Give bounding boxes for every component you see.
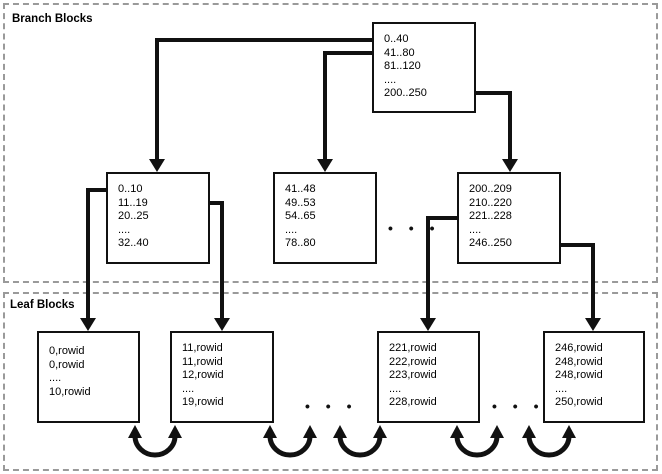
leaf-block-2: 11,rowid 11,rowid 12,rowid .... 19,rowid bbox=[170, 331, 274, 423]
arrow-down-icon bbox=[214, 318, 230, 331]
ellipsis-row: .... bbox=[118, 223, 131, 236]
ellipsis-row: .... bbox=[555, 382, 568, 395]
arrow-down-icon bbox=[420, 318, 436, 331]
ellipsis-leaf-blocks-right: • • • bbox=[492, 398, 545, 414]
key-range: 49..53 bbox=[285, 196, 316, 209]
branch-block-middle: 41..48 49..53 54..65 .... 78..80 bbox=[273, 172, 377, 264]
arrow-down-icon bbox=[149, 159, 165, 172]
index-entry: 228,rowid bbox=[389, 396, 437, 408]
bidirectional-link-arrow-icon bbox=[263, 425, 317, 458]
arrow-down-icon bbox=[80, 318, 96, 331]
key-range: 0..40 bbox=[384, 33, 409, 45]
connector-v-segment bbox=[86, 188, 90, 320]
connector-h-segment bbox=[426, 216, 459, 220]
bidirectional-link-arrow-icon bbox=[333, 425, 387, 458]
key-range: 11..19 bbox=[118, 196, 148, 209]
connector-h-segment bbox=[155, 38, 373, 42]
index-entry: 222,rowid bbox=[389, 355, 437, 368]
ellipsis-row: .... bbox=[384, 73, 397, 86]
branch-block-left: 0..10 11..19 20..25 .... 32..40 bbox=[106, 172, 210, 264]
connector-h-segment bbox=[323, 51, 373, 55]
key-range: 246..250 bbox=[469, 237, 512, 249]
ellipsis-row: .... bbox=[389, 382, 402, 395]
connector-h-segment bbox=[474, 91, 512, 95]
connector-v-segment bbox=[426, 216, 430, 320]
leaf-blocks-label: Leaf Blocks bbox=[10, 299, 75, 311]
connector-h-segment bbox=[86, 188, 108, 192]
key-range: 41..80 bbox=[384, 46, 415, 59]
root-branch-block: 0..40 41..80 81..120 .... 200..250 bbox=[372, 22, 476, 113]
index-entry: 0,rowid bbox=[49, 345, 85, 357]
key-range: 200..209 bbox=[469, 183, 512, 195]
connector-v-segment bbox=[155, 38, 159, 161]
key-range: 20..25 bbox=[118, 210, 149, 222]
key-range: 210..220 bbox=[469, 196, 512, 209]
ellipsis-row: .... bbox=[469, 223, 482, 236]
ellipsis-row: .... bbox=[182, 382, 195, 395]
leaf-block-1: 0,rowid 0,rowid .... 10,rowid bbox=[37, 331, 140, 423]
connector-v-segment bbox=[591, 243, 595, 320]
ellipsis-leaf-blocks-left: • • • bbox=[305, 398, 358, 414]
branch-blocks-section bbox=[3, 3, 658, 283]
index-entry: 0,rowid bbox=[49, 358, 85, 371]
leaf-blocks-section bbox=[3, 292, 658, 471]
index-entry: 11,rowid bbox=[182, 342, 223, 354]
ellipsis-row: .... bbox=[285, 223, 298, 236]
index-entry: 19,rowid bbox=[182, 396, 224, 408]
bidirectional-link-arrow-icon bbox=[128, 425, 182, 458]
arrow-down-icon bbox=[317, 159, 333, 172]
branch-blocks-label: Branch Blocks bbox=[12, 13, 93, 25]
index-entry: 10,rowid bbox=[49, 385, 91, 398]
arrow-down-icon bbox=[585, 318, 601, 331]
index-entry: 221,rowid bbox=[389, 342, 437, 354]
key-range: 200..250 bbox=[384, 87, 427, 99]
index-entry: 250,rowid bbox=[555, 396, 603, 408]
index-entry: 248,rowid bbox=[555, 369, 603, 381]
index-entry: 248,rowid bbox=[555, 355, 603, 368]
index-entry: 11,rowid bbox=[182, 355, 223, 368]
key-range: 54..65 bbox=[285, 210, 316, 222]
index-entry: 12,rowid bbox=[182, 369, 224, 381]
branch-block-right: 200..209 210..220 221..228 .... 246..250 bbox=[457, 172, 561, 264]
connector-v-segment bbox=[220, 201, 224, 320]
connector-h-segment bbox=[558, 243, 595, 247]
key-range: 32..40 bbox=[118, 237, 149, 249]
arrow-down-icon bbox=[502, 159, 518, 172]
index-entry: 246,rowid bbox=[555, 342, 603, 354]
key-range: 81..120 bbox=[384, 60, 421, 72]
key-range: 221..228 bbox=[469, 210, 512, 222]
connector-h-segment bbox=[208, 201, 224, 205]
bidirectional-link-arrow-icon bbox=[450, 425, 504, 458]
key-range: 0..10 bbox=[118, 183, 143, 195]
leaf-block-3: 221,rowid 222,rowid 223,rowid .... 228,r… bbox=[377, 331, 480, 423]
leaf-block-4: 246,rowid 248,rowid 248,rowid .... 250,r… bbox=[543, 331, 645, 423]
connector-v-segment bbox=[323, 51, 327, 161]
ellipsis-row: .... bbox=[49, 372, 62, 384]
key-range: 78..80 bbox=[285, 237, 316, 249]
key-range: 41..48 bbox=[285, 183, 316, 195]
index-entry: 223,rowid bbox=[389, 369, 437, 381]
connector-v-segment bbox=[508, 91, 512, 161]
bidirectional-link-arrow-icon bbox=[522, 425, 576, 458]
ellipsis-branch-blocks: • • • bbox=[388, 220, 441, 236]
